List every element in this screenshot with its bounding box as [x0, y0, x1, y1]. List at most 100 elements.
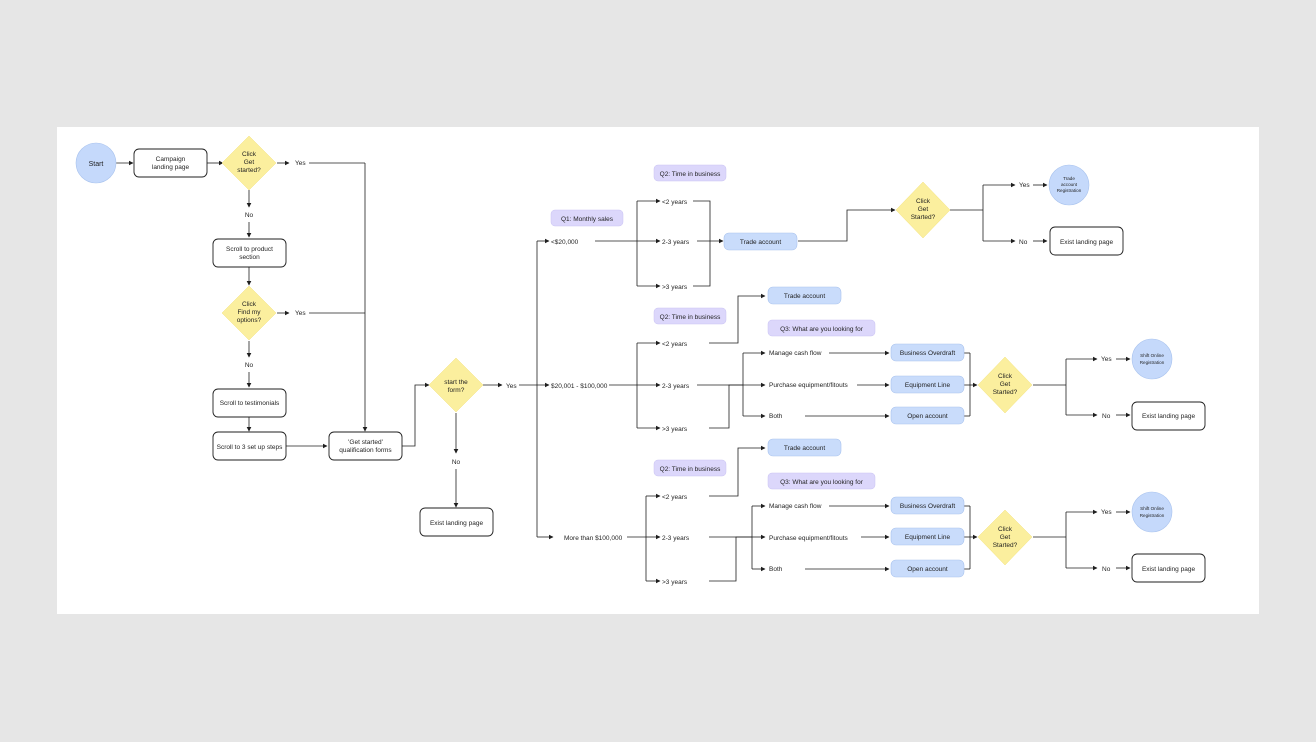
qualification-label-2: qualification forms [339, 447, 392, 454]
business-overdraft-label-b: Business Overdraft [900, 350, 955, 357]
lt2-label-b: <2 years [662, 341, 688, 348]
yes-label-1: Yes [295, 160, 306, 167]
decision-top-label-1: Click [916, 198, 931, 205]
edges [116, 160, 1131, 584]
edge-qualification-startform [402, 382, 430, 447]
yes-label-top: Yes [1019, 182, 1030, 189]
campaign-label-1: Campaign [156, 156, 186, 163]
trade-registration-label-2: account [1061, 182, 1078, 187]
scroll-product-node[interactable]: Scroll to product section [212, 238, 287, 268]
trade-account-node-3[interactable]: Trade account [767, 438, 842, 457]
trade-registration-node[interactable]: Trade account Registration [1048, 164, 1090, 206]
qualification-forms-node[interactable]: 'Get started' qualification forms [328, 431, 403, 461]
equipment-line-node-c[interactable]: Equipment Line [890, 527, 965, 546]
business-overdraft-node-c[interactable]: Business Overdraft [890, 496, 965, 515]
start-node[interactable]: Start [75, 142, 117, 184]
yes-label-bot: Yes [1101, 509, 1112, 516]
yes-label-form: Yes [506, 383, 517, 390]
y23-label-a: 2-3 years [662, 239, 690, 246]
decision1-label-3: started? [237, 167, 261, 174]
scroll-product-label-1: Scroll to product [226, 246, 273, 253]
q3-label-c: Q3: What are you looking for [780, 479, 864, 486]
no-label-2: No [245, 362, 254, 369]
no-label-top: No [1019, 239, 1028, 246]
q1-label: Q1: Monthly sales [561, 216, 614, 223]
exist-landing-label-3: Exist landing page [1142, 413, 1196, 420]
edge-a-lt2-merge [693, 200, 711, 241]
decision2-label-2: Find my [237, 309, 261, 316]
decision-top-label-2: Get [918, 206, 929, 213]
trade-account-node-1[interactable]: Trade account [723, 232, 798, 251]
click-get-started-decision-4[interactable]: Click Get Started? [977, 509, 1033, 566]
decision-mid-label-3: Started? [993, 389, 1018, 396]
no-label-bot: No [1102, 566, 1111, 573]
campaign-landing-node[interactable]: Campaign landing page [133, 148, 208, 178]
scroll-setup-label: Scroll to 3 set up steps [217, 444, 284, 451]
shift-registration-label-b-1: Shift Online [1140, 353, 1164, 358]
start-circle [75, 142, 117, 184]
start-form-decision[interactable]: start the form? [428, 357, 484, 413]
exist-landing-node-3[interactable]: Exist landing page [1131, 401, 1206, 431]
no-label-1: No [245, 212, 254, 219]
purchase-equip-label-b: Purchase equipment/fitouts [769, 382, 849, 389]
exist-landing-label-1: Exist landing page [430, 520, 484, 527]
trade-account-label-3: Trade account [784, 445, 826, 452]
q3-box-b: Q3: What are you looking for [767, 319, 876, 337]
decision1-label-1: Click [242, 151, 257, 158]
trade-account-label-1: Trade account [740, 239, 782, 246]
scroll-testimonials-label: Scroll to testimonials [220, 400, 280, 407]
trade-account-label-2: Trade account [784, 293, 826, 300]
click-get-started-decision-2[interactable]: Click Get Started? [895, 181, 951, 239]
range-1-label: <$20,000 [551, 239, 579, 246]
equipment-line-node-b[interactable]: Equipment Line [890, 375, 965, 394]
trade-registration-label-3: Registration [1057, 188, 1082, 193]
q2-label-c: Q2: Time in business [660, 466, 721, 473]
q3-label-b: Q3: What are you looking for [780, 326, 864, 333]
open-account-label-c: Open account [907, 566, 948, 573]
purchase-equip-label-c: Purchase equipment/fitouts [769, 535, 849, 542]
decision-bot-label-3: Started? [993, 542, 1018, 549]
click-get-started-decision[interactable]: Click Get started? [221, 135, 277, 191]
qualification-label-1: 'Get started' [348, 439, 383, 446]
open-account-node-c[interactable]: Open account [890, 559, 965, 578]
q2-box-c: Q2: Time in business [653, 459, 727, 477]
decision-mid-label-2: Get [1000, 381, 1011, 388]
decision-top-label-3: Started? [911, 214, 936, 221]
exist-landing-label-4: Exist landing page [1142, 566, 1196, 573]
click-find-options-decision[interactable]: Click Find my options? [221, 285, 277, 341]
y23-label-c: 2-3 years [662, 535, 690, 542]
edge-b-gt3 [709, 384, 743, 429]
q2-box-b: Q2: Time in business [653, 307, 727, 325]
click-get-started-decision-3[interactable]: Click Get Started? [977, 356, 1033, 414]
edge-b-lt2-trade [709, 293, 766, 344]
y23-label-b: 2-3 years [662, 383, 690, 390]
decision-mid-label-1: Click [998, 373, 1013, 380]
edge-c-lt2-trade [709, 445, 766, 497]
exist-landing-node-4[interactable]: Exist landing page [1131, 553, 1206, 583]
edge-trade-decision [798, 207, 896, 242]
open-account-node-b[interactable]: Open account [890, 406, 965, 425]
trade-account-node-2[interactable]: Trade account [767, 286, 842, 305]
no-label-form: No [452, 459, 461, 466]
exist-landing-node-1[interactable]: Exist landing page [419, 507, 494, 537]
decision2-label-3: options? [237, 317, 262, 324]
edge-c-gt3 [709, 536, 752, 582]
scroll-setup-node[interactable]: Scroll to 3 set up steps [212, 431, 287, 461]
both-label-c: Both [769, 566, 783, 573]
business-overdraft-node-b[interactable]: Business Overdraft [890, 343, 965, 362]
scroll-testimonials-node[interactable]: Scroll to testimonials [212, 388, 287, 418]
decision-bot-label-1: Click [998, 526, 1013, 533]
equipment-line-label-c: Equipment Line [905, 534, 951, 541]
decision2-label-1: Click [242, 301, 257, 308]
manage-cash-label-c: Manage cash flow [769, 503, 822, 510]
range-2-label: $20,001 - $100,000 [551, 383, 608, 390]
yes-label-2: Yes [295, 310, 306, 317]
q2-box-a: Q2: Time in business [653, 164, 727, 182]
shift-registration-node-b[interactable]: Shift Online Registration [1131, 338, 1173, 380]
shift-registration-node-c[interactable]: Shift Online Registration [1131, 491, 1173, 533]
exist-landing-node-2[interactable]: Exist landing page [1049, 226, 1124, 256]
range-3-label: More than $100,000 [564, 535, 623, 542]
flowchart-svg: Start Campaign landing page Click Get st… [75, 135, 1206, 586]
shift-registration-label-c-1: Shift Online [1140, 506, 1164, 511]
business-overdraft-label-c: Business Overdraft [900, 503, 955, 510]
